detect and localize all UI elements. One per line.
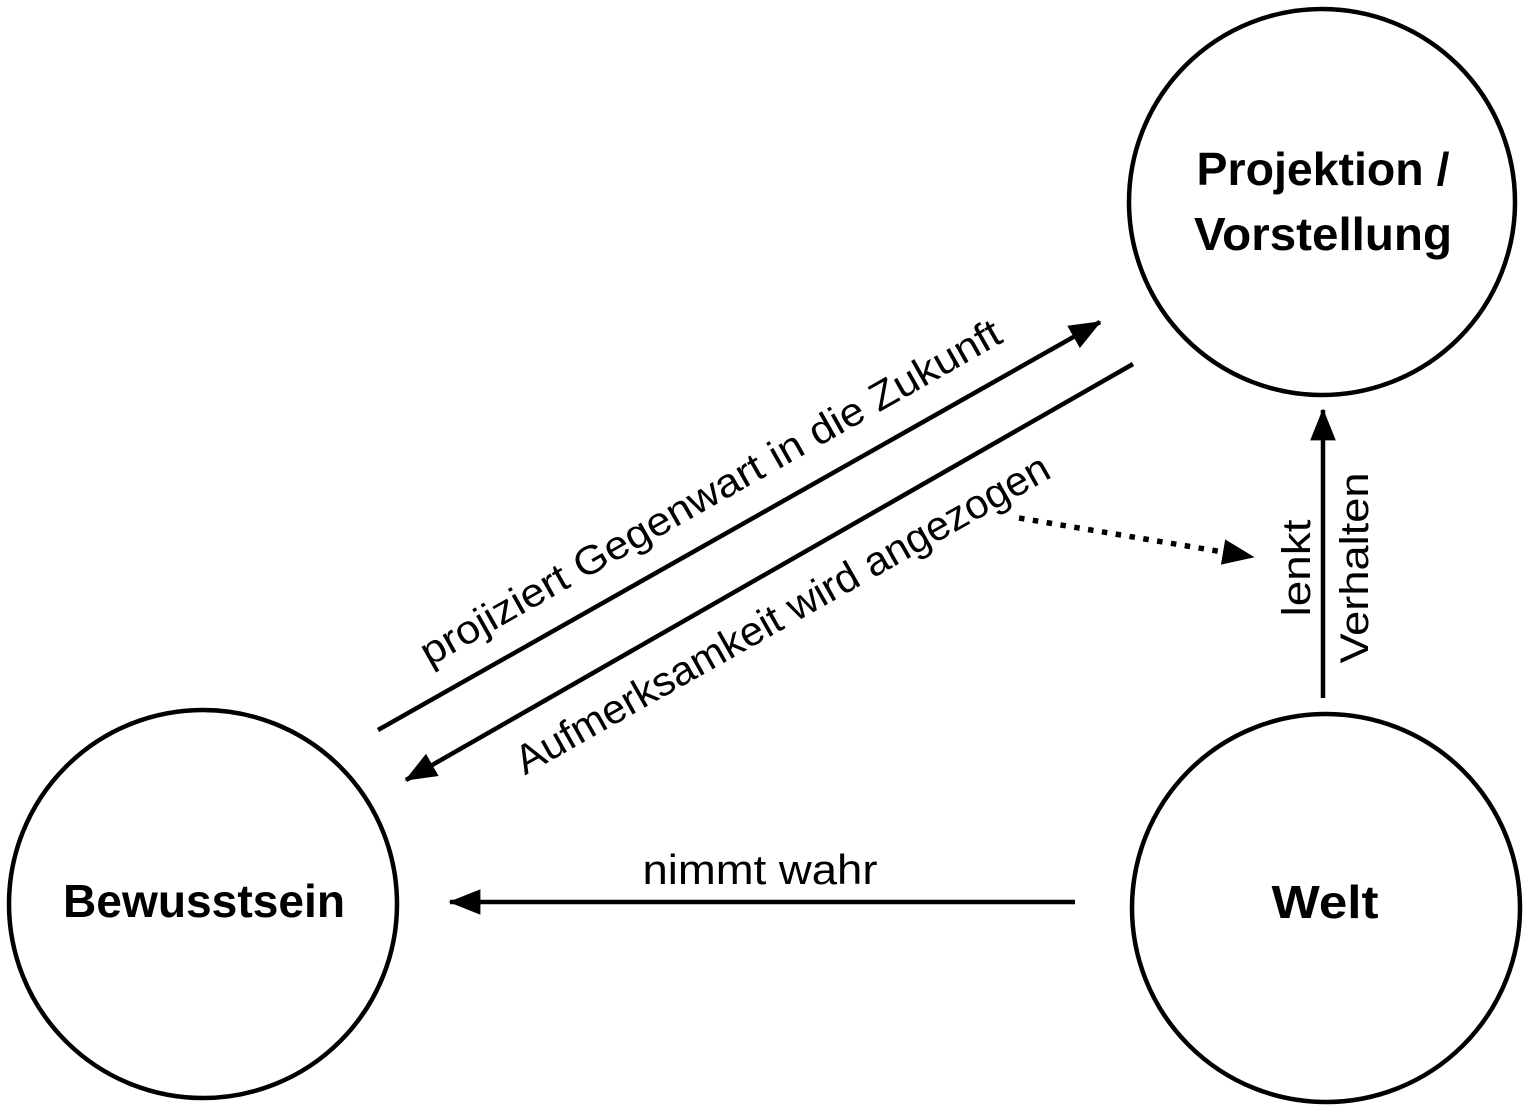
projiziert-arrow (376, 320, 1102, 732)
bewusstsein-circle (6, 707, 400, 1101)
nimmt-wahr-label: nimmt wahr (643, 846, 878, 893)
aufmerksamkeit-edge: Aufmerksamkeit wird angezogen (404, 362, 1135, 783)
bewusstsein-node: Bewusstsein (6, 707, 400, 1101)
aufmerksamkeit-arrow-label: Aufmerksamkeit wird angezogen (507, 444, 1058, 783)
projektion-label-line1: Projektion / (1197, 143, 1450, 195)
welt-node: Welt (1129, 711, 1523, 1105)
projektion-node: Projektion / Vorstellung (1126, 6, 1518, 398)
lenkt-label: lenkt (1275, 520, 1319, 617)
verhalten-label: Verhalten (1333, 473, 1377, 664)
welt-circle (1129, 711, 1523, 1105)
projiziert-arrow-label: projiziert Gegenwart in die Zukunft (412, 311, 1009, 675)
projektion-circle (1126, 6, 1518, 398)
projektion-label-line2: Vorstellung (1194, 208, 1452, 260)
bewusstsein-label: Bewusstsein (63, 875, 345, 927)
attention-dotted-arrow (1018, 515, 1255, 565)
aufmerksamkeit-arrow (404, 362, 1135, 782)
lenkt-verhalten-edge: lenkt Verhalten (1275, 408, 1377, 698)
nimmt-wahr-edge: nimmt wahr (448, 846, 1075, 915)
welt-label: Welt (1272, 876, 1379, 928)
